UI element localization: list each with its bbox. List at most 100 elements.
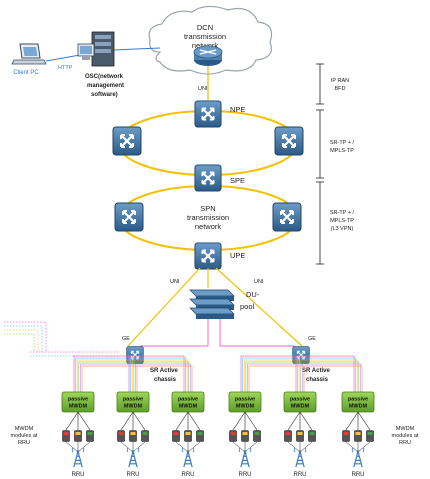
laptop-icon	[11, 43, 47, 65]
nms-dcn-link	[113, 47, 161, 51]
module-led	[173, 432, 179, 435]
module-led	[185, 432, 191, 435]
rru-fiber	[244, 441, 258, 453]
passive-label-line1: passive	[348, 397, 368, 403]
chassis-right-icon	[292, 346, 310, 364]
drop-fiber	[357, 411, 371, 431]
module-led	[75, 432, 81, 435]
wdm-fiber-line	[243, 359, 301, 392]
module-led	[63, 432, 69, 435]
drop-fiber	[299, 411, 313, 431]
wdm-fiber-line	[240, 355, 301, 392]
rru-fiber	[345, 441, 359, 453]
left-stub-lines	[4, 321, 120, 357]
module-led	[297, 432, 303, 435]
bracket-3-line3: (L3 VPN)	[331, 226, 354, 232]
drop-fiber	[345, 411, 359, 431]
rru-fiber	[187, 441, 201, 453]
passive-label-line1: passive	[290, 397, 310, 403]
wdm-fiber-line	[76, 359, 135, 392]
client-pc: Client PC	[11, 43, 47, 76]
wdm-fiber-line	[242, 357, 301, 392]
dupool-right-link	[219, 319, 294, 347]
mwdm-modules-right-line2: modules at	[392, 433, 419, 439]
wdm-fiber-line	[80, 363, 135, 392]
spe-label: SPE	[230, 176, 245, 185]
rru-label: RRU	[239, 472, 252, 478]
dcn-cloud: DCN transmission network	[148, 5, 273, 75]
layer-bracket-3: SR-TP + / MPLS-TP (L3 VPN)	[316, 181, 355, 265]
wdm-fiber-line	[298, 359, 301, 392]
bracket-2-line2: MPLS-TP	[330, 148, 354, 154]
wdm-fiber-line	[247, 363, 301, 392]
wdm-fiber-line	[245, 361, 301, 392]
module-led	[242, 432, 248, 435]
wdm-fiber-line	[73, 355, 135, 392]
bracket-2-line1: SR-TP + /	[330, 140, 355, 146]
mwdm-modules-right-line1: MWDM	[396, 426, 415, 432]
module-led	[343, 432, 349, 435]
module-led	[142, 432, 148, 435]
du-pool-icon	[189, 289, 235, 319]
drop-fiber	[77, 411, 91, 431]
drop-fiber	[65, 411, 79, 431]
mwdm-modules-left-line1: MWDM	[15, 426, 34, 432]
wdm-fiber-line	[135, 355, 185, 392]
passive-label-line1: passive	[123, 397, 143, 403]
wdm-fiber-line	[135, 361, 190, 392]
ge-label-left: GE	[122, 336, 130, 342]
wdm-fiber-line	[301, 363, 361, 392]
rru-fiber	[65, 441, 79, 453]
upe-label: UPE	[230, 251, 245, 260]
bracket-1-line2: BFD	[335, 86, 346, 92]
chassis-right-line1: SR Active	[302, 368, 330, 374]
rru-tower-icon	[181, 448, 195, 468]
ring-router-right-icon	[274, 126, 304, 156]
wdm-fiber-line	[75, 357, 135, 392]
uni-label-top: UNI	[198, 86, 208, 92]
module-led	[285, 432, 291, 435]
wdm-fiber-line	[301, 357, 356, 392]
wdm-fiber-line	[135, 363, 191, 392]
layer-bracket-1: IP RAN BFD	[316, 63, 349, 105]
rru-tower-icon	[351, 448, 365, 468]
nms-line1: OSC(network	[85, 74, 124, 80]
module-led	[118, 432, 124, 435]
dcn-title-line2: transmission	[184, 32, 226, 41]
dcn-title-line1: DCN	[197, 23, 213, 32]
rru-label: RRU	[182, 472, 195, 478]
rru-label: RRU	[294, 472, 307, 478]
passive-label-line2: MWDM	[349, 404, 368, 410]
module-led	[87, 432, 93, 435]
mwdm-modules-left-line3: RRU	[18, 440, 30, 446]
rru-tower-icon	[293, 448, 307, 468]
nms-line2: management	[87, 83, 124, 89]
passive-label-line2: MWDM	[69, 404, 88, 410]
passive-label-line2: MWDM	[236, 404, 255, 410]
wdm-fiber-line	[78, 361, 135, 392]
upe-right-uni-link	[215, 267, 303, 347]
spn-title-line2: transmission	[187, 213, 229, 222]
wdm-fiber-line	[135, 357, 186, 392]
upe-left-uni-link	[127, 267, 201, 347]
spn-router-left-icon	[114, 202, 144, 232]
module-led	[309, 432, 315, 435]
passive-label-line2: MWDM	[179, 404, 198, 410]
wdm-fiber-line	[128, 355, 135, 392]
rru-label: RRU	[127, 472, 140, 478]
wdm-fiber-line	[135, 359, 188, 392]
rru-fiber	[357, 441, 371, 453]
uni-label-right: UNI	[254, 279, 264, 285]
nms-server: OSC(network management software)	[77, 31, 124, 98]
bracket-1-line1: IP RAN	[331, 78, 349, 84]
chassis-right-line2: chassis	[306, 377, 329, 383]
rru-tower-icon	[238, 448, 252, 468]
wdm-fiber-line	[248, 365, 301, 392]
rru-fiber	[120, 441, 134, 453]
bracket-3-line1: SR-TP + /	[330, 210, 355, 216]
passive-mwdm-group: passiveMWDMpassiveMWDMpassiveMWDMpassive…	[61, 391, 375, 413]
wdm-fiber-line	[297, 357, 301, 392]
